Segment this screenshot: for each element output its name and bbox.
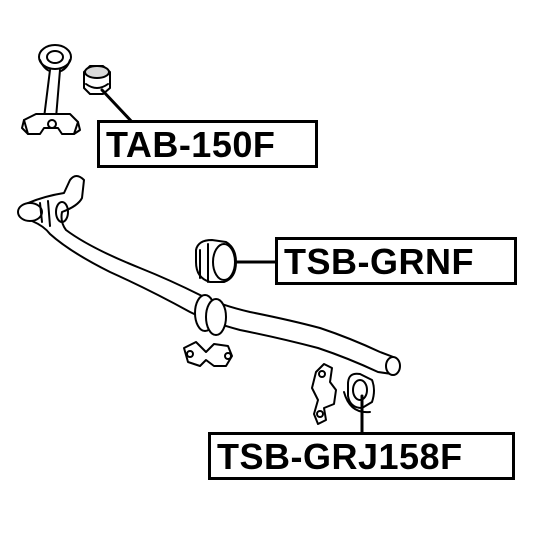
rear-clamp-drawing [311, 363, 337, 425]
stabilizer-bar-drawing [17, 175, 401, 376]
bar-clamp-drawing [183, 341, 233, 367]
link-bushing-drawing [83, 65, 111, 95]
stabilizer-bushing-front-drawing [195, 239, 237, 283]
part-label-tab-150f[interactable]: TAB-150F [97, 120, 318, 168]
part-label-tsb-grj158f[interactable]: TSB-GRJ158F [208, 432, 515, 480]
stabilizer-bushing-rear-drawing [343, 372, 375, 414]
stabilizer-link-drawing [21, 44, 81, 135]
part-label-tsb-grnf[interactable]: TSB-GRNF [275, 237, 517, 285]
leader-line-tab150f [100, 88, 135, 125]
